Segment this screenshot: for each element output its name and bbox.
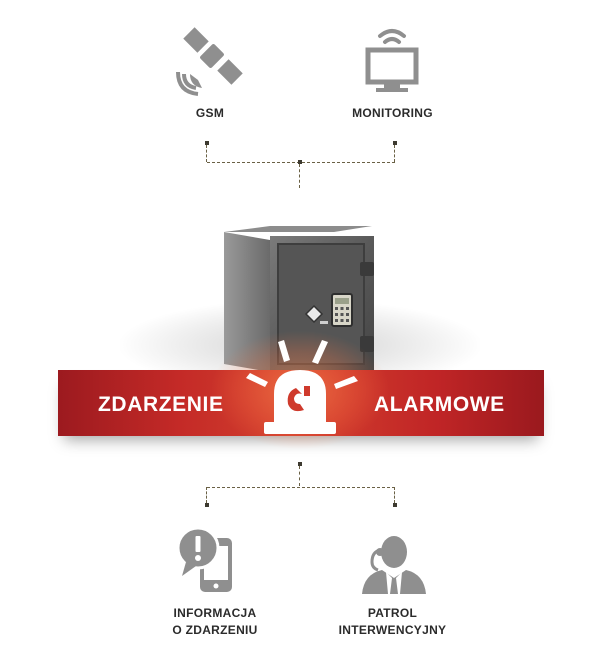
connector-node (393, 503, 397, 507)
monitoring-label: MONITORING (352, 106, 433, 120)
monitor-signal-icon (362, 24, 422, 96)
connector-line (206, 145, 207, 162)
connector-line (206, 487, 207, 503)
informacja-label: INFORMACJA O ZDARZENIU (160, 605, 270, 639)
connector-line (394, 145, 395, 162)
gsm-label: GSM (195, 106, 225, 120)
connector-node (298, 160, 302, 164)
connector-line (299, 466, 300, 486)
connector-node (298, 462, 302, 466)
security-guard-icon (358, 532, 428, 594)
connector-line (394, 487, 395, 503)
connector-line (207, 487, 395, 488)
alarm-siren-icon (238, 336, 362, 436)
connector-line (299, 164, 300, 188)
banner-text-left: ZDARZENIE (98, 393, 224, 416)
connector-node (205, 141, 209, 145)
patrol-label-line2: INTERWENCYJNY (338, 623, 447, 637)
informacja-label-line2: O ZDARZENIU (172, 623, 258, 637)
connector-node (393, 141, 397, 145)
informacja-label-line1: INFORMACJA (173, 606, 257, 620)
banner-text-right: ALARMOWE (374, 393, 505, 416)
phone-alert-icon (176, 526, 242, 594)
patrol-label-line1: PATROL (367, 606, 418, 620)
connector-node (205, 503, 209, 507)
patrol-label: PATROL INTERWENCYJNY (325, 605, 460, 639)
satellite-icon (172, 24, 250, 98)
